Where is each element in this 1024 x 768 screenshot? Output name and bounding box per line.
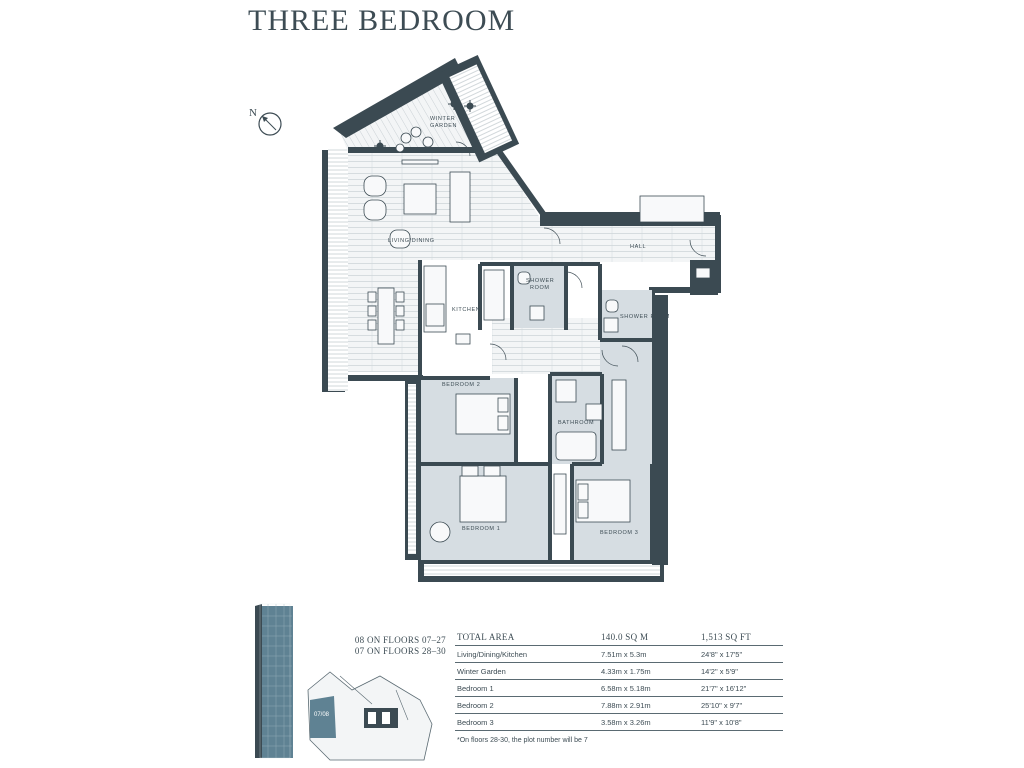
row-imperial: 24'8" x 17'5": [701, 645, 783, 663]
row-spacer: [691, 713, 701, 731]
room-label-shower-room-1: SHOWER: [526, 278, 554, 284]
header-total-area: TOTAL AREA: [455, 632, 601, 646]
row-imperial: 25'10" x 9'7": [701, 696, 783, 714]
header-imperial: 1,513 SQ FT: [701, 632, 783, 646]
keyplan-icon: 07/08: [307, 671, 433, 761]
row-name: Bedroom 2: [455, 696, 601, 714]
row-imperial: 21'7" x 16'12": [701, 679, 783, 697]
row-imperial: 11'9" x 10'8": [701, 713, 783, 731]
header-spacer: [691, 632, 701, 646]
header-metric: 140.0 SQ M: [601, 632, 691, 646]
row-metric: 7.88m x 2.91m: [601, 696, 691, 714]
row-spacer: [691, 645, 701, 663]
room-label-bedroom-2: BEDROOM 2: [442, 382, 480, 388]
room-label-winter-garden-1: WINTER: [430, 116, 455, 122]
plot-note: *On floors 28-30, the plot number will b…: [457, 737, 588, 744]
room-label-bathroom: BATHROOM: [558, 420, 594, 426]
room-label-bedroom-1: BEDROOM 1: [462, 526, 500, 532]
row-name: Bedroom 3: [455, 713, 601, 731]
row-name: Bedroom 1: [455, 679, 601, 697]
room-label-bedroom-3: BEDROOM 3: [600, 530, 638, 536]
compass-icon: N: [249, 107, 282, 136]
table-row: Winter Garden 4.33m x 1.75m 14'2" x 5'9": [455, 662, 783, 680]
area-table-header: TOTAL AREA 140.0 SQ M 1,513 SQ FT: [455, 632, 783, 646]
floor-line-1: 08 ON FLOORS 07–27: [354, 635, 446, 645]
floor-info: 08 ON FLOORS 07–27 07 ON FLOORS 28–30: [318, 635, 446, 657]
row-name: Living/Dining/Kitchen: [455, 645, 601, 663]
row-metric: 6.58m x 5.18m: [601, 679, 691, 697]
room-label-kitchen: KITCHEN: [452, 307, 480, 313]
table-row: Bedroom 3 3.58m x 3.26m 11'9" x 10'8": [455, 713, 783, 731]
row-metric: 4.33m x 1.75m: [601, 662, 691, 680]
row-metric: 7.51m x 5.3m: [601, 645, 691, 663]
page-title: THREE BEDROOM: [248, 4, 516, 37]
table-row: Living/Dining/Kitchen 7.51m x 5.3m 24'8"…: [455, 645, 783, 663]
row-metric: 3.58m x 3.26m: [601, 713, 691, 731]
room-label-shower-room-2: SHOWER ROOM: [620, 314, 670, 320]
row-spacer: [691, 679, 701, 697]
row-name: Winter Garden: [455, 662, 601, 680]
room-label-winter-garden-2: GARDEN: [430, 123, 457, 129]
table-row: Bedroom 2 7.88m x 2.91m 25'10" x 9'7": [455, 696, 783, 714]
room-label-hall: HALL: [630, 244, 646, 250]
tower-icon: [255, 603, 293, 759]
row-spacer: [691, 696, 701, 714]
row-spacer: [691, 662, 701, 680]
floor-line-2: 07 ON FLOORS 28–30: [354, 646, 446, 656]
room-label-shower-room-1b: ROOM: [530, 285, 550, 291]
table-row: Bedroom 1 6.58m x 5.18m 21'7" x 16'12": [455, 679, 783, 697]
room-label-living-dining: LIVING/DINING: [388, 238, 435, 244]
row-imperial: 14'2" x 5'9": [701, 662, 783, 680]
plot-badge: 07/08: [314, 712, 330, 718]
compass-label: N: [249, 107, 257, 119]
area-table: TOTAL AREA 140.0 SQ M 1,513 SQ FT Living…: [455, 632, 783, 731]
